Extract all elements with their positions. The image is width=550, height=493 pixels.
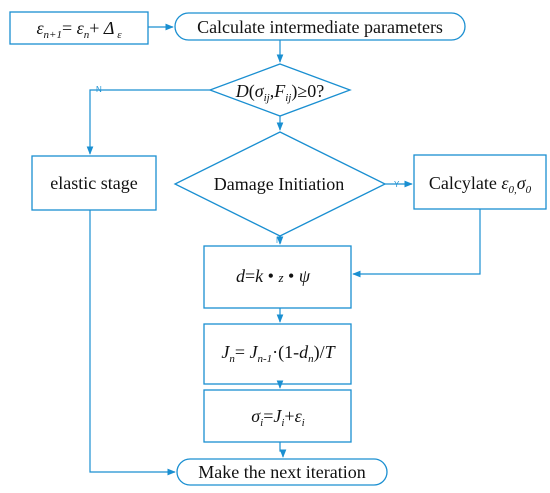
j-update-text-part-1: n: [229, 353, 235, 365]
stress-update-text: σi=Ji+εi: [251, 406, 304, 429]
update-strain-text-part-7: ε: [114, 29, 122, 41]
update-strain-text-part-4: n: [84, 29, 90, 41]
calculate-initial-text-part-4: 0: [526, 184, 532, 196]
elastic-stage-label: elastic stage: [50, 173, 137, 193]
j-update-text-part-9: T: [325, 342, 337, 362]
calculate-initial-text-part-3: σ: [517, 173, 527, 193]
edge-label-no-left: N: [96, 85, 102, 94]
damage-initiation-label: Damage Initiation: [214, 174, 344, 194]
update-strain-box: [9, 11, 149, 45]
j-update-text-part-7: n: [308, 353, 314, 365]
stress-update-text-part-5: +: [284, 406, 294, 426]
j-update-text-part-8: )/: [314, 342, 325, 363]
damage-var-text-part-2: k: [255, 266, 264, 286]
criterion-text-part-3: ij: [264, 92, 270, 104]
update-strain-text-part-0: ε: [36, 18, 44, 38]
edge-stress-to-next: [279, 442, 287, 458]
update-strain-text-part-5: +: [89, 18, 104, 38]
update-strain-text: εn+1= εn+ Δ ε: [36, 18, 122, 41]
connectors-group: [86, 23, 481, 476]
calculate-initial-text-part-0: Calcylate: [429, 173, 501, 193]
j-update-text: Jn= Jn-1·(1-dn)/T: [221, 342, 336, 365]
stress-update-text-part-7: i: [302, 417, 305, 429]
j-update-text-part-3: J: [249, 342, 258, 362]
calculate-initial-text-part-2: 0,: [508, 184, 517, 196]
j-update-text-part-2: =: [235, 342, 250, 362]
criterion-text-part-5: F: [273, 81, 286, 101]
damage-var-text-part-1: =: [245, 266, 255, 286]
damage-var-text-part-6: ψ: [299, 266, 311, 286]
stress-update-box: [203, 389, 352, 443]
stress-update-text-part-3: J: [273, 406, 282, 426]
j-update-text-part-5: ·(1-: [272, 342, 299, 363]
damage-var-text-part-3: •: [263, 266, 278, 286]
damage-var-text: d=k • z • ψ: [236, 266, 311, 286]
criterion-text-part-1: (: [249, 81, 255, 102]
next-iteration-box: [176, 458, 388, 486]
update-strain-text-part-1: n+1: [44, 29, 62, 41]
criterion-text-part-4: ,: [270, 81, 275, 101]
stress-update-text-part-6: ε: [295, 406, 303, 426]
stress-update-text-part-4: i: [281, 417, 284, 429]
edge-label-yes-right: Y: [394, 180, 400, 189]
elastic-stage-box: [31, 155, 157, 211]
update-strain-text-part-2: =: [62, 18, 77, 38]
edge-label-no-down: N: [276, 236, 282, 245]
calc-params-label: Calculate intermediate parameters: [197, 17, 443, 37]
text-group: εn+1= εn+ Δ ε Calculate intermediate par…: [36, 17, 531, 482]
stress-update-text-part-0: σ: [251, 406, 261, 426]
damage-var-text-part-5: •: [284, 266, 299, 286]
calc-params-box: [174, 12, 466, 41]
damage-var-text-part-4: z: [277, 270, 283, 285]
damage-var-box: [203, 245, 352, 309]
criterion-text-part-0: D: [235, 81, 249, 101]
edge-labels-group: N Y N: [96, 85, 400, 245]
next-iteration-label: Make the next iteration: [198, 462, 365, 482]
update-strain-text-part-6: Δ: [103, 18, 115, 38]
criterion-text-part-6: ij: [285, 92, 291, 104]
stress-update-text-part-2: =: [263, 406, 273, 426]
update-strain-text-part-3: ε: [77, 18, 85, 38]
criterion-text: D(σij,Fij)≥0?: [235, 81, 325, 104]
criterion-text-part-7: )≥0?: [291, 81, 324, 102]
j-update-text-part-4: n-1: [257, 353, 272, 365]
criterion-text-part-2: σ: [255, 81, 265, 101]
calculate-initial-text: Calcylate ε0,σ0: [429, 173, 532, 196]
edge-elastic-to-next: [89, 210, 176, 476]
j-update-text-part-0: J: [221, 342, 230, 362]
edge-calculate-to-dvar: [352, 209, 481, 278]
damage-var-text-part-0: d: [236, 266, 246, 286]
stress-update-text-part-1: i: [260, 417, 263, 429]
edge-criterion-no-to-elastic: [86, 89, 210, 155]
calculate-initial-text-part-1: ε: [501, 173, 509, 193]
j-update-text-part-6: d: [299, 342, 309, 362]
